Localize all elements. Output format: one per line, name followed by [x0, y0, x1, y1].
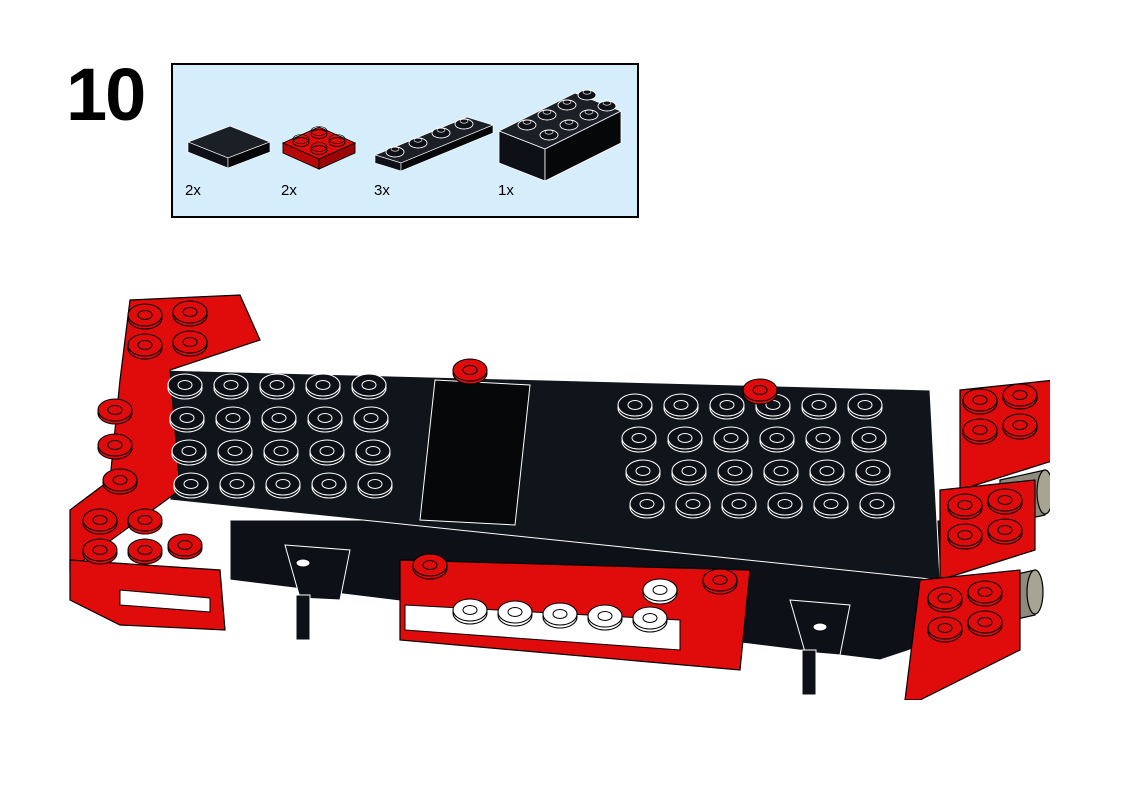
- stud: [675, 492, 711, 519]
- stud: [127, 538, 163, 565]
- stud: [801, 393, 837, 420]
- part-qty: 1x: [498, 182, 514, 199]
- stud: [215, 406, 251, 433]
- stud: [351, 373, 387, 400]
- stud: [259, 373, 295, 400]
- stud: [1002, 413, 1038, 440]
- stud: [617, 393, 653, 420]
- stud: [759, 426, 795, 453]
- stud: [587, 604, 623, 631]
- stud: [763, 459, 799, 486]
- stud: [709, 393, 745, 420]
- stud: [927, 616, 963, 643]
- stud: [309, 439, 345, 466]
- black-brick-2x4-icon: [498, 89, 622, 182]
- stud: [127, 333, 163, 360]
- stud: [97, 398, 133, 425]
- stud: [497, 600, 533, 627]
- stud: [171, 439, 207, 466]
- stud: [353, 406, 389, 433]
- assembly-model: [60, 280, 1050, 700]
- stud: [265, 472, 301, 499]
- stud: [629, 492, 665, 519]
- stud: [713, 426, 749, 453]
- stud: [987, 488, 1023, 515]
- stud: [102, 468, 138, 495]
- red-rear-block-bottom: [904, 569, 1021, 700]
- black-flat-tile-2x2-icon: [186, 125, 272, 169]
- stud: [217, 439, 253, 466]
- stud: [1002, 383, 1038, 410]
- stud: [855, 459, 891, 486]
- stud: [219, 472, 255, 499]
- step-number: 10: [66, 53, 146, 136]
- part-qty: 2x: [185, 182, 201, 199]
- parts-list-panel: 2x 2x: [171, 63, 639, 218]
- stud: [809, 459, 845, 486]
- stud: [813, 492, 849, 519]
- stud: [169, 406, 205, 433]
- stud: [261, 406, 297, 433]
- stud: [621, 426, 657, 453]
- stud: [632, 606, 668, 633]
- part-black-brick: [495, 79, 625, 184]
- stud: [82, 508, 118, 535]
- stud: [127, 508, 163, 535]
- stud: [851, 426, 887, 453]
- stud: [805, 426, 841, 453]
- black-tile-center: [419, 379, 531, 526]
- wheel-pin-right: [789, 599, 851, 696]
- stud: [721, 492, 757, 519]
- stud: [967, 580, 1003, 607]
- red-plate-2x2-icon: [281, 126, 357, 170]
- stud: [357, 472, 393, 499]
- stud: [172, 300, 208, 327]
- stud: [263, 439, 299, 466]
- stud: [987, 518, 1023, 545]
- stud: [172, 330, 208, 357]
- stud: [947, 523, 983, 550]
- wheel-pin-left: [284, 544, 351, 641]
- stud: [625, 459, 661, 486]
- stud: [702, 568, 738, 595]
- stud: [859, 492, 895, 519]
- stud: [412, 553, 448, 580]
- stud: [167, 373, 203, 400]
- stud: [962, 388, 998, 415]
- stud: [542, 602, 578, 629]
- stud: [742, 378, 778, 405]
- stud: [967, 610, 1003, 637]
- part-qty: 2x: [281, 182, 297, 199]
- stud: [847, 393, 883, 420]
- stud: [667, 426, 703, 453]
- stud: [671, 459, 707, 486]
- stud: [452, 598, 488, 625]
- stud: [173, 472, 209, 499]
- stud: [663, 393, 699, 420]
- part-black-plate: [373, 107, 497, 177]
- stud: [717, 459, 753, 486]
- red-front-block: [69, 294, 261, 572]
- stud: [305, 373, 341, 400]
- stud: [642, 578, 678, 605]
- stud: [307, 406, 343, 433]
- black-plate-1x4-icon: [373, 116, 495, 172]
- stud: [355, 439, 391, 466]
- stud: [927, 586, 963, 613]
- part-black-tile: [185, 120, 275, 175]
- stud: [962, 418, 998, 445]
- stud: [947, 493, 983, 520]
- stud: [167, 533, 203, 560]
- stud: [82, 538, 118, 565]
- stud: [127, 303, 163, 330]
- stud: [452, 358, 488, 385]
- stud: [97, 433, 133, 460]
- part-qty: 3x: [374, 182, 390, 199]
- stud: [311, 472, 347, 499]
- stud: [767, 492, 803, 519]
- stud: [213, 373, 249, 400]
- part-red-plate: [279, 117, 361, 177]
- car-chassis-illustration: [69, 294, 1050, 700]
